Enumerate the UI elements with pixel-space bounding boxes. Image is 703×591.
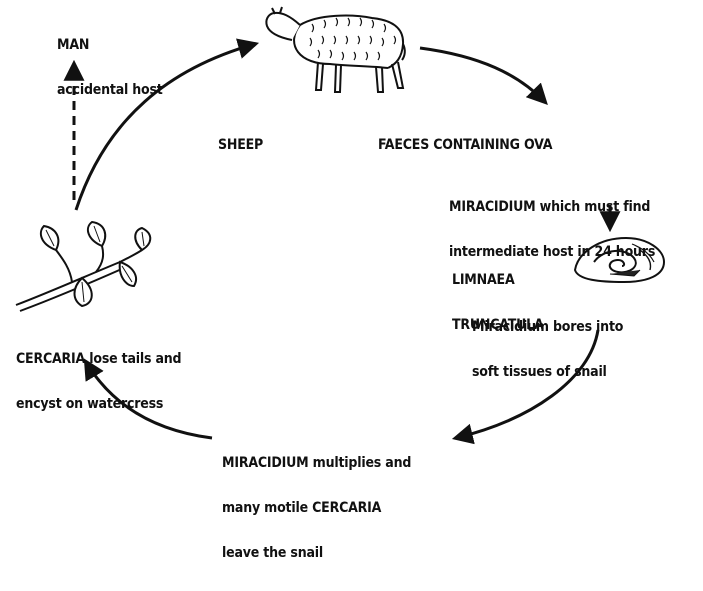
sheep-icon	[266, 7, 404, 92]
snail-line1: LIMNAEA	[452, 273, 544, 288]
man-subtitle: accidental host	[57, 83, 163, 98]
arrow-sheep-to-faeces	[420, 48, 545, 102]
sheep-label: SHEEP	[218, 108, 263, 183]
cercaria-label: CERCARIA lose tails and encyst on waterc…	[16, 322, 181, 442]
multiplies-line1: MIRACIDIUM multiplies and	[222, 456, 411, 471]
multiplies-line2: many motile CERCARIA	[222, 501, 411, 516]
life-cycle-diagram: MAN accidental host SHEEP FAECES CONTAIN…	[0, 0, 703, 475]
man-label: MAN accidental host	[57, 8, 163, 128]
multiplies-line3: leave the snail	[222, 546, 411, 561]
watercress-icon	[16, 222, 150, 311]
bores-line1: Miracidium bores into	[472, 320, 623, 335]
cercaria-line1: CERCARIA lose tails and	[16, 352, 181, 367]
bores-line2: soft tissues of snail	[472, 365, 623, 380]
faeces-title: FAECES CONTAINING OVA	[378, 138, 552, 153]
cercaria-line2: encyst on watercress	[16, 397, 181, 412]
miracidium-find-line1: MIRACIDIUM which must find	[449, 200, 655, 215]
sheep-title: SHEEP	[218, 138, 263, 153]
bores-label: Miracidium bores into soft tissues of sn…	[472, 290, 623, 410]
man-title: MAN	[57, 38, 163, 53]
multiplies-label: MIRACIDIUM multiplies and many motile CE…	[222, 426, 411, 591]
